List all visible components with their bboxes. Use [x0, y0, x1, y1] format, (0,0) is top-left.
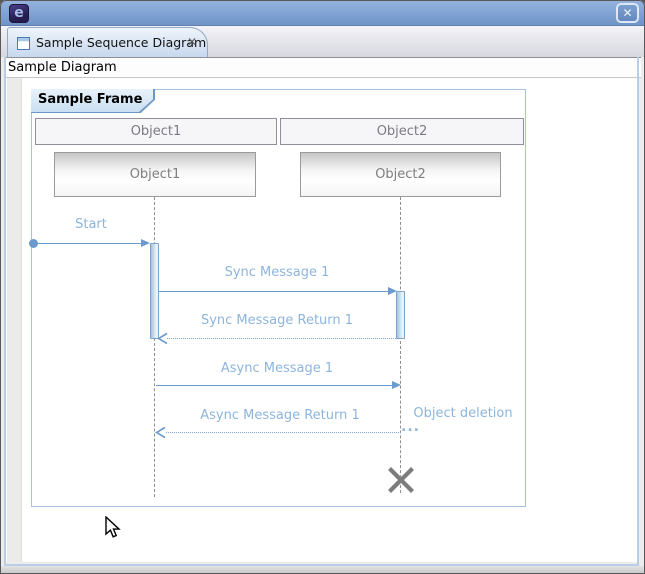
lifeline-object1[interactable]: [154, 197, 155, 497]
instance-box-object1[interactable]: Object1: [54, 152, 256, 197]
eclipse-app-icon: e: [9, 4, 29, 23]
diagram-title: Sample Diagram: [8, 60, 117, 75]
activation-bar-object2[interactable]: [396, 291, 405, 339]
message-asyncreturn1-arrowhead-icon: [155, 426, 166, 439]
deletion-ellipsis: ...: [401, 419, 420, 435]
message-asyncreturn1-line[interactable]: [166, 432, 401, 433]
message-syncreturn1-arrowhead-icon: [157, 332, 168, 345]
destruction-x-icon[interactable]: [387, 466, 415, 494]
message-start-label[interactable]: Start: [75, 217, 107, 232]
editor-tab-bar: Sample Sequence Diagram ✕: [0, 26, 645, 57]
window-titlebar: e ✕: [0, 0, 645, 26]
window-bottom-edge: [1, 566, 644, 574]
interaction-frame[interactable]: [31, 89, 526, 507]
activation-bar-object1[interactable]: [150, 243, 159, 339]
message-sync1-arrowhead-icon: [388, 287, 397, 295]
message-start-arrowhead-icon: [141, 239, 150, 247]
tab-sample-sequence-diagram[interactable]: Sample Sequence Diagram ✕: [7, 27, 208, 57]
frame-tag[interactable]: [31, 89, 153, 112]
message-start-line[interactable]: [33, 243, 142, 244]
diagram-header-bar: Sample Diagram: [4, 57, 641, 78]
palette-strip: [7, 78, 22, 562]
message-syncreturn1-line[interactable]: [167, 338, 396, 339]
object-deletion-label[interactable]: Object deletion: [413, 406, 513, 421]
message-async1-arrowhead-icon: [392, 381, 401, 389]
lifeline-header-object2[interactable]: Object2: [280, 118, 524, 145]
mouse-cursor: [105, 516, 121, 538]
diagram-editor-icon: [17, 37, 30, 50]
frame-label[interactable]: Sample Frame: [38, 92, 143, 107]
lifeline-header-object1[interactable]: Object1: [35, 118, 277, 145]
message-sync1-label[interactable]: Sync Message 1: [224, 265, 330, 280]
window-close-button[interactable]: ✕: [616, 3, 639, 23]
message-async1-line[interactable]: [156, 385, 392, 386]
tab-title: Sample Sequence Diagram: [36, 35, 207, 50]
message-asyncreturn1-label[interactable]: Async Message Return 1: [200, 408, 360, 423]
message-sync1-line[interactable]: [159, 291, 388, 292]
tab-close-icon[interactable]: ✕: [186, 35, 197, 49]
instance-box-object2[interactable]: Object2: [300, 152, 501, 197]
message-async1-label[interactable]: Async Message 1: [220, 361, 334, 376]
message-syncreturn1-label[interactable]: Sync Message Return 1: [200, 313, 354, 328]
lifeline-object2[interactable]: [400, 197, 401, 493]
